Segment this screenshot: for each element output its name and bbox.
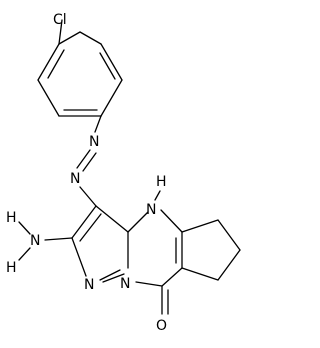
nh-n-label: N (146, 202, 156, 218)
n-h-bond (154, 190, 161, 201)
pyrimidine-ring (135, 209, 183, 287)
amine-h-upper-bond (18, 221, 31, 235)
c-cl-bond (58, 19, 63, 45)
azo-pyrazole-bond (79, 186, 97, 207)
nh-h-label: H (156, 174, 167, 190)
amine-h-lower-label: H (6, 260, 17, 276)
amine-n-label: N (30, 233, 40, 249)
pyrazole-n-label: N (84, 277, 94, 293)
amine-bond (44, 237, 73, 241)
bridge-n-label: N (120, 276, 130, 292)
pyrazole-n-n-bond-a (99, 269, 121, 281)
molecule-diagram: Cl N N N H H N N N H O (6, 12, 241, 334)
chlorophenyl-ring (37, 31, 123, 117)
azo-double-bond-b (82, 152, 97, 172)
azo-n-lower-label: N (70, 171, 80, 187)
chlorine-label: Cl (53, 12, 67, 28)
cyclopentane-ring (181, 219, 241, 281)
amine-h-upper-label: H (6, 210, 17, 226)
azo-n-upper-label: N (89, 134, 99, 150)
carbonyl-o-label: O (156, 318, 167, 334)
ring-azo-bond (94, 115, 102, 133)
c-nh-bond (127, 211, 149, 233)
pyrazole-ring (71, 205, 129, 283)
molecule-structure: Cl N N N H H N N N H O (6, 12, 241, 334)
amine-h-lower-bond (18, 247, 31, 261)
azo-double-bond-a (76, 149, 91, 169)
